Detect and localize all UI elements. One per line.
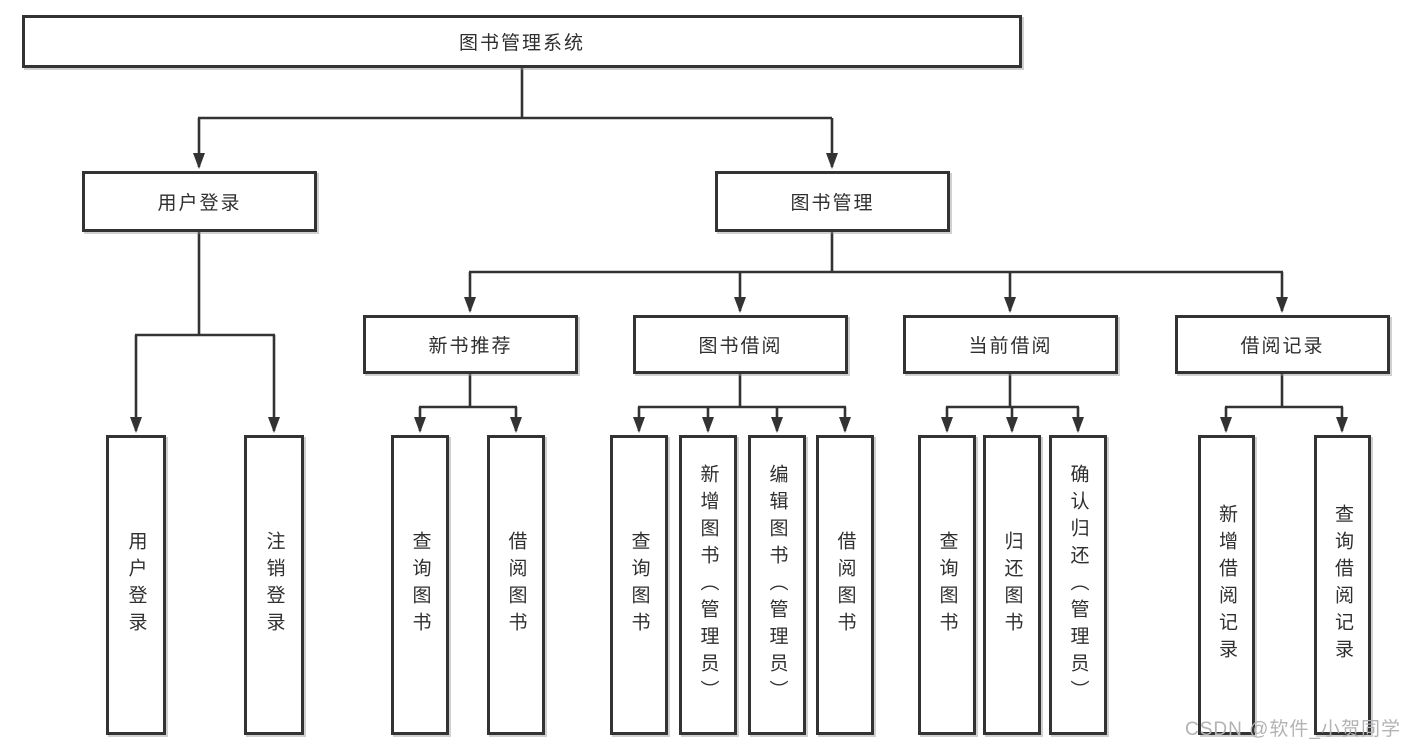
leaf-borrow-query-books-label: 查询图书	[628, 531, 650, 639]
node-root-label: 图书管理系统	[458, 33, 585, 54]
leaf-borrow-borrow-books-label: 借阅图书	[834, 531, 856, 639]
leaf-current-confirm-return-admin: 确认归还（管理员）	[1049, 435, 1107, 735]
leaf-records-add-borrow-record-label: 新增借阅记录	[1216, 504, 1237, 666]
node-book-management-label: 图书管理	[790, 193, 875, 214]
leaf-records-add-borrow-record: 新增借阅记录	[1198, 435, 1255, 735]
watermark-text: CSDN @软件_小贺同学	[1185, 719, 1401, 740]
leaf-borrow-borrow-books: 借阅图书	[816, 435, 874, 735]
leaf-user-login: 用户登录	[106, 435, 166, 735]
node-book-borrow: 图书借阅	[633, 315, 848, 374]
node-current-borrow-label: 当前借阅	[968, 336, 1053, 357]
leaf-records-query-borrow-record-label: 查询借阅记录	[1332, 504, 1353, 666]
node-borrow-records: 借阅记录	[1175, 315, 1390, 374]
node-root: 图书管理系统	[22, 15, 1022, 68]
leaf-newbook-borrow-books: 借阅图书	[487, 435, 545, 735]
leaf-records-query-borrow-record: 查询借阅记录	[1314, 435, 1371, 735]
node-user-login-label: 用户登录	[157, 193, 242, 214]
node-new-book-recommend-label: 新书推荐	[428, 336, 513, 357]
node-book-borrow-label: 图书借阅	[698, 336, 783, 357]
node-user-login: 用户登录	[82, 171, 317, 232]
leaf-logout-login-label: 注销登录	[263, 531, 285, 639]
node-borrow-records-label: 借阅记录	[1240, 336, 1325, 357]
leaf-borrow-query-books: 查询图书	[610, 435, 668, 735]
leaf-borrow-edit-book-admin-label: 编辑图书（管理员）	[766, 463, 788, 707]
leaf-logout-login: 注销登录	[244, 435, 304, 735]
leaf-user-login-label: 用户登录	[125, 531, 147, 639]
leaf-current-confirm-return-admin-label: 确认归还（管理员）	[1067, 463, 1089, 707]
leaf-current-query-books-label: 查询图书	[936, 531, 958, 639]
leaf-newbook-query-books: 查询图书	[391, 435, 449, 735]
node-new-book-recommend: 新书推荐	[363, 315, 578, 374]
node-current-borrow: 当前借阅	[903, 315, 1118, 374]
leaf-current-return-books: 归还图书	[983, 435, 1041, 735]
leaf-current-query-books: 查询图书	[918, 435, 976, 735]
leaf-borrow-add-book-admin-label: 新增图书（管理员）	[697, 463, 719, 707]
leaf-borrow-edit-book-admin: 编辑图书（管理员）	[748, 435, 806, 735]
leaf-current-return-books-label: 归还图书	[1001, 531, 1023, 639]
node-book-management: 图书管理	[715, 171, 950, 232]
leaf-newbook-query-books-label: 查询图书	[409, 531, 431, 639]
leaf-newbook-borrow-books-label: 借阅图书	[505, 531, 527, 639]
leaf-borrow-add-book-admin: 新增图书（管理员）	[679, 435, 737, 735]
